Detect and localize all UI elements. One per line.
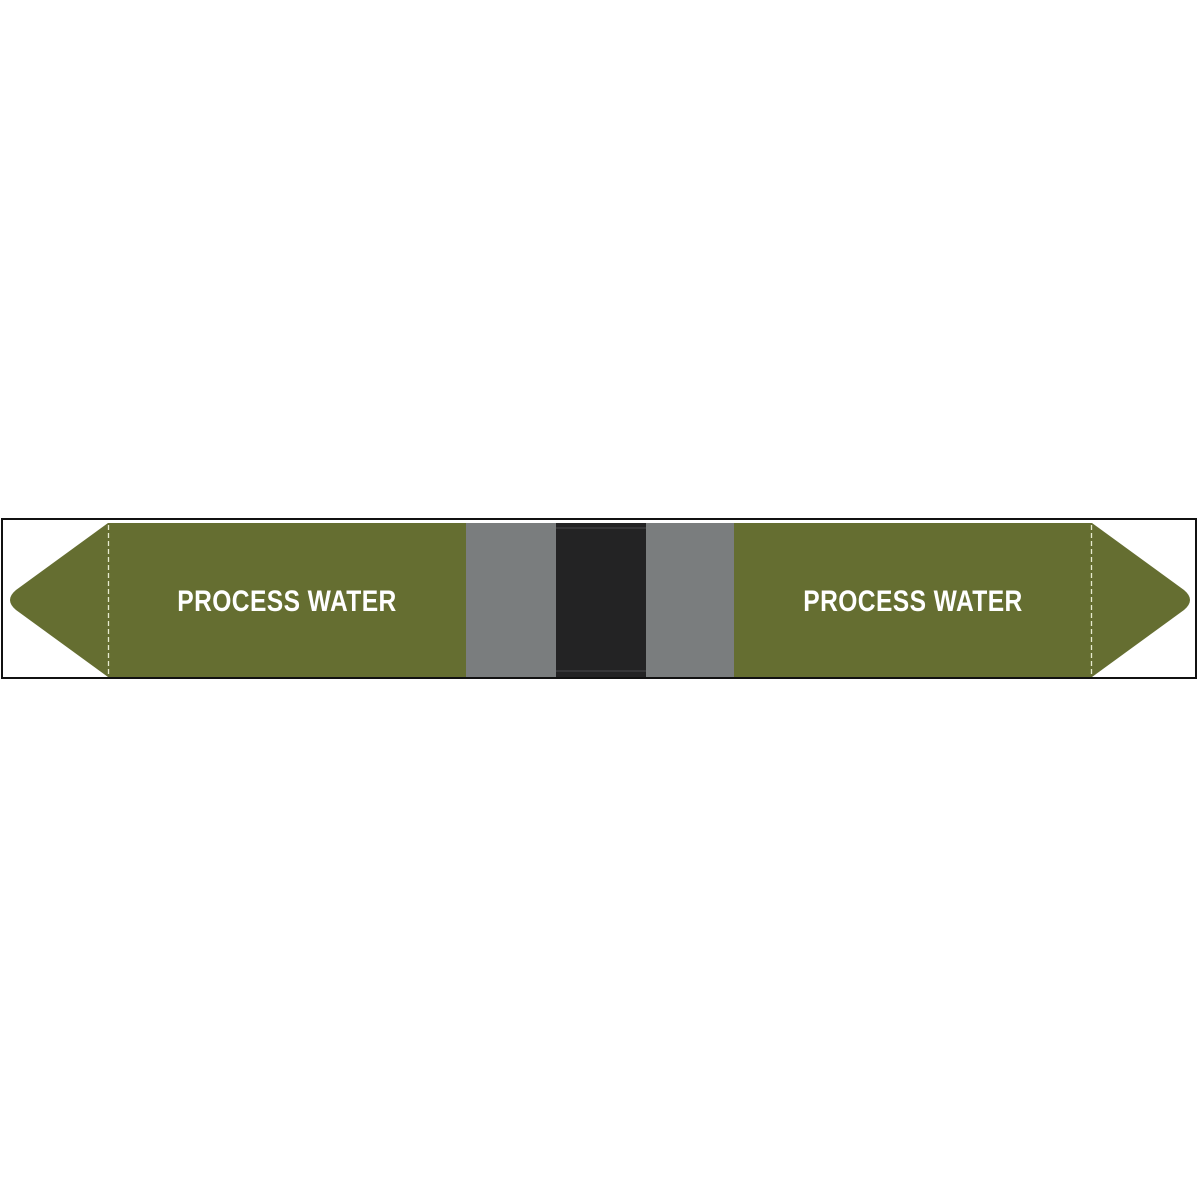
arrow-left-icon <box>10 523 108 677</box>
band-black <box>556 523 646 677</box>
left-segment <box>108 523 466 677</box>
marker-label-left: PROCESS WATER <box>177 585 397 618</box>
right-segment <box>734 523 1092 677</box>
marker-label-right: PROCESS WATER <box>803 585 1023 618</box>
band-gray-left <box>466 523 556 677</box>
band-gray-right <box>646 523 734 677</box>
arrow-right-icon <box>1092 523 1190 677</box>
